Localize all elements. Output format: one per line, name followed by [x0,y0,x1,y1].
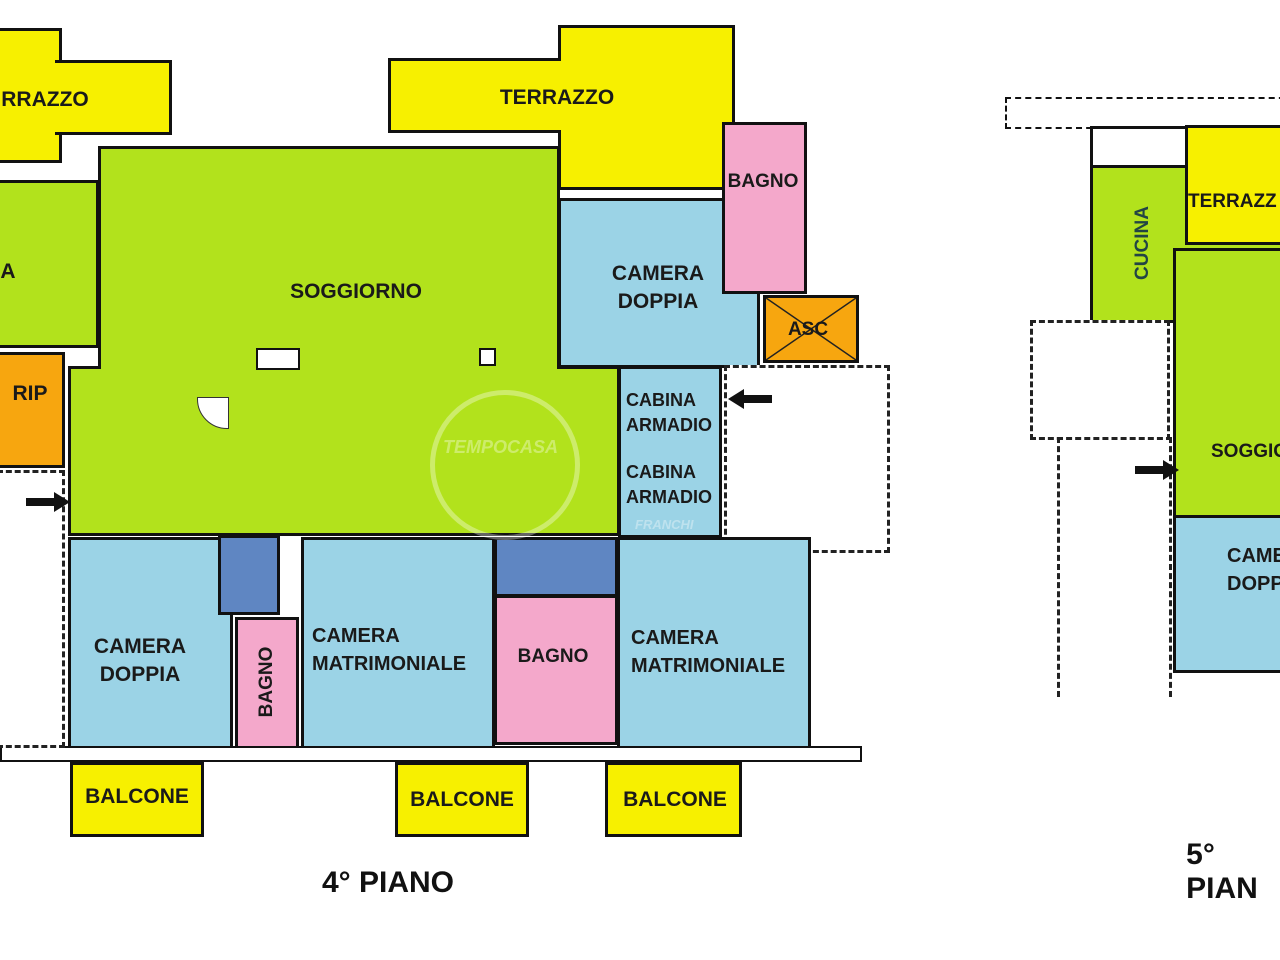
balcone-2 [395,762,529,837]
soggiorno-5 [1173,248,1280,520]
balcone-2-label: BALCONE [410,788,514,811]
soggiorno-5-label: SOGGIO [1211,441,1280,462]
terrazzo-top-fill [391,61,731,130]
hallway-2 [494,537,618,597]
floor-5-void [1030,320,1170,440]
soggiorno-fill [101,360,557,372]
terrazzo-left-wing [55,60,172,135]
balcone-1-label: BALCONE [85,785,189,808]
terrazzo-5 [1185,125,1280,245]
rip-label: RIP [12,382,48,405]
camera-matrimoniale-2 [617,537,811,749]
terrazzo-5-label: TERRAZZ [1188,191,1277,212]
watermark-sub: FRANCHI [635,517,694,532]
bagno-small-label: BAGNO [256,646,277,718]
terrazzo-left [0,28,62,163]
camera-5 [1173,515,1280,673]
asc-label: ASC [787,319,829,340]
cabina-armadio-2-label: CABINA ARMADIO [626,462,712,507]
floor-4-title: 4° PIANO [321,866,455,899]
bagno-center-label: BAGNO [517,646,589,667]
entrance-arrow-icon [1135,460,1179,480]
pillar [479,348,496,366]
left-room [0,180,99,348]
soggiorno [98,146,560,371]
bagno-top-label: BAGNO [727,171,799,192]
balcone-3 [605,762,742,837]
camera-doppia-top-label: CAMERA DOPPIA [611,262,705,313]
elevator-cross-icon [766,298,856,360]
bagno-top [722,122,807,294]
watermark-brand: TEMPOCASA [443,437,559,457]
left-room-label: A [0,260,16,283]
stairwell [724,365,890,553]
bagno-center [494,595,618,745]
cabina-armadio [618,366,722,538]
pillar [256,348,300,370]
camera-matrimoniale-1-label: CAMERA MATRIMONIALE [312,625,467,675]
exterior-wall-bottom [0,746,862,762]
floor-5-shaft [1090,126,1195,168]
camera-5-label: CAME DOPP [1227,545,1280,595]
cucina-label: CUCINA [1132,206,1153,280]
camera-doppia-bottom [68,537,233,749]
rip-room [0,352,65,468]
floor-5-stairwell [1057,437,1172,697]
balcone-1 [70,762,204,837]
entrance-arrow-icon [728,393,772,405]
terrazzo-left-label: RRAZZO [1,88,89,111]
cabina-armadio-1-label: CABINA ARMADIO [626,390,712,435]
balcone-3-label: BALCONE [623,788,727,811]
terrazzo-top-label: TERRAZZO [499,86,615,109]
stairwell-left [0,470,65,748]
soggiorno-label: SOGGIORNO [290,280,422,303]
camera-matrimoniale-2-label: CAMERA MATRIMONIALE [631,627,786,677]
floor-5-title: 5° PIAN [1186,838,1258,905]
hallway-1 [218,535,280,615]
tempocasa-watermark: TEMPOCASA FRANCHI [375,385,720,540]
entrance-arrow-icon [26,492,70,512]
camera-doppia-bottom-label: CAMERA DOPPIA [93,635,187,686]
